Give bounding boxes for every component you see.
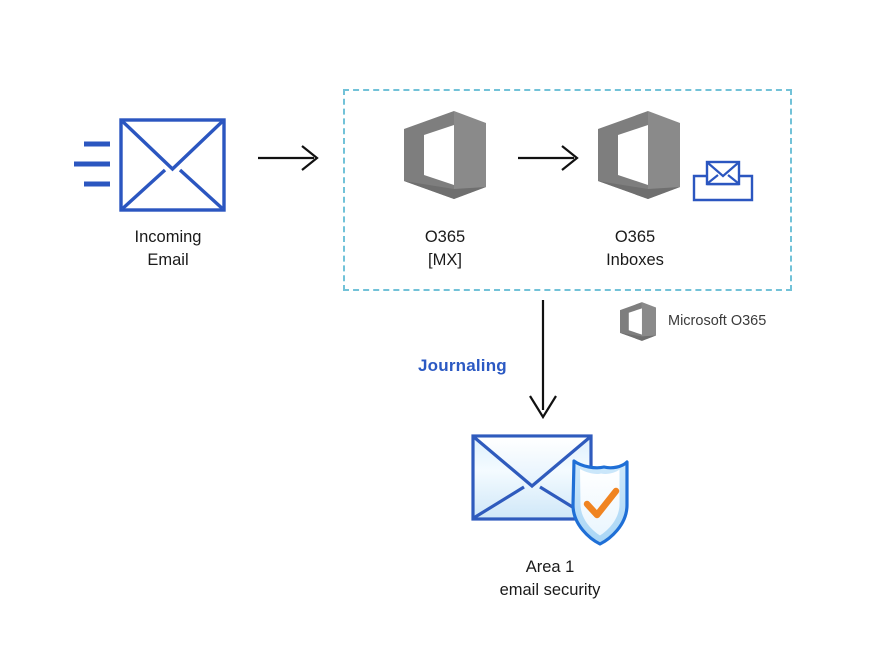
o365-inboxes-node xyxy=(598,111,680,199)
office365-logo-icon xyxy=(620,302,656,341)
shielded-envelope-icon xyxy=(471,434,629,546)
legend-label-microsoft-o365: Microsoft O365 xyxy=(668,313,767,329)
area1-node xyxy=(470,433,630,548)
arrow-mx-to-inboxes xyxy=(518,142,580,174)
incoming-email-node xyxy=(70,118,240,213)
office365-logo-icon xyxy=(404,111,486,199)
o365-inboxes-label: O365 Inboxes xyxy=(606,228,664,269)
o365-mx-label: O365 [MX] xyxy=(424,228,466,269)
incoming-email-envelope-icon xyxy=(74,118,226,212)
incoming-email-label: Incoming Email xyxy=(134,228,202,269)
arrow-incoming-to-mx xyxy=(258,142,320,174)
inbox-tray-envelope-icon xyxy=(692,160,754,202)
legend-office365 xyxy=(620,302,656,341)
area1-label: Area 1 email security xyxy=(499,558,601,599)
arrow-journaling-down xyxy=(522,300,564,420)
o365-boundary-box xyxy=(343,89,792,291)
o365-mx-node xyxy=(404,111,486,199)
office365-logo-icon xyxy=(598,111,680,199)
journaling-label: Journaling xyxy=(418,356,507,375)
